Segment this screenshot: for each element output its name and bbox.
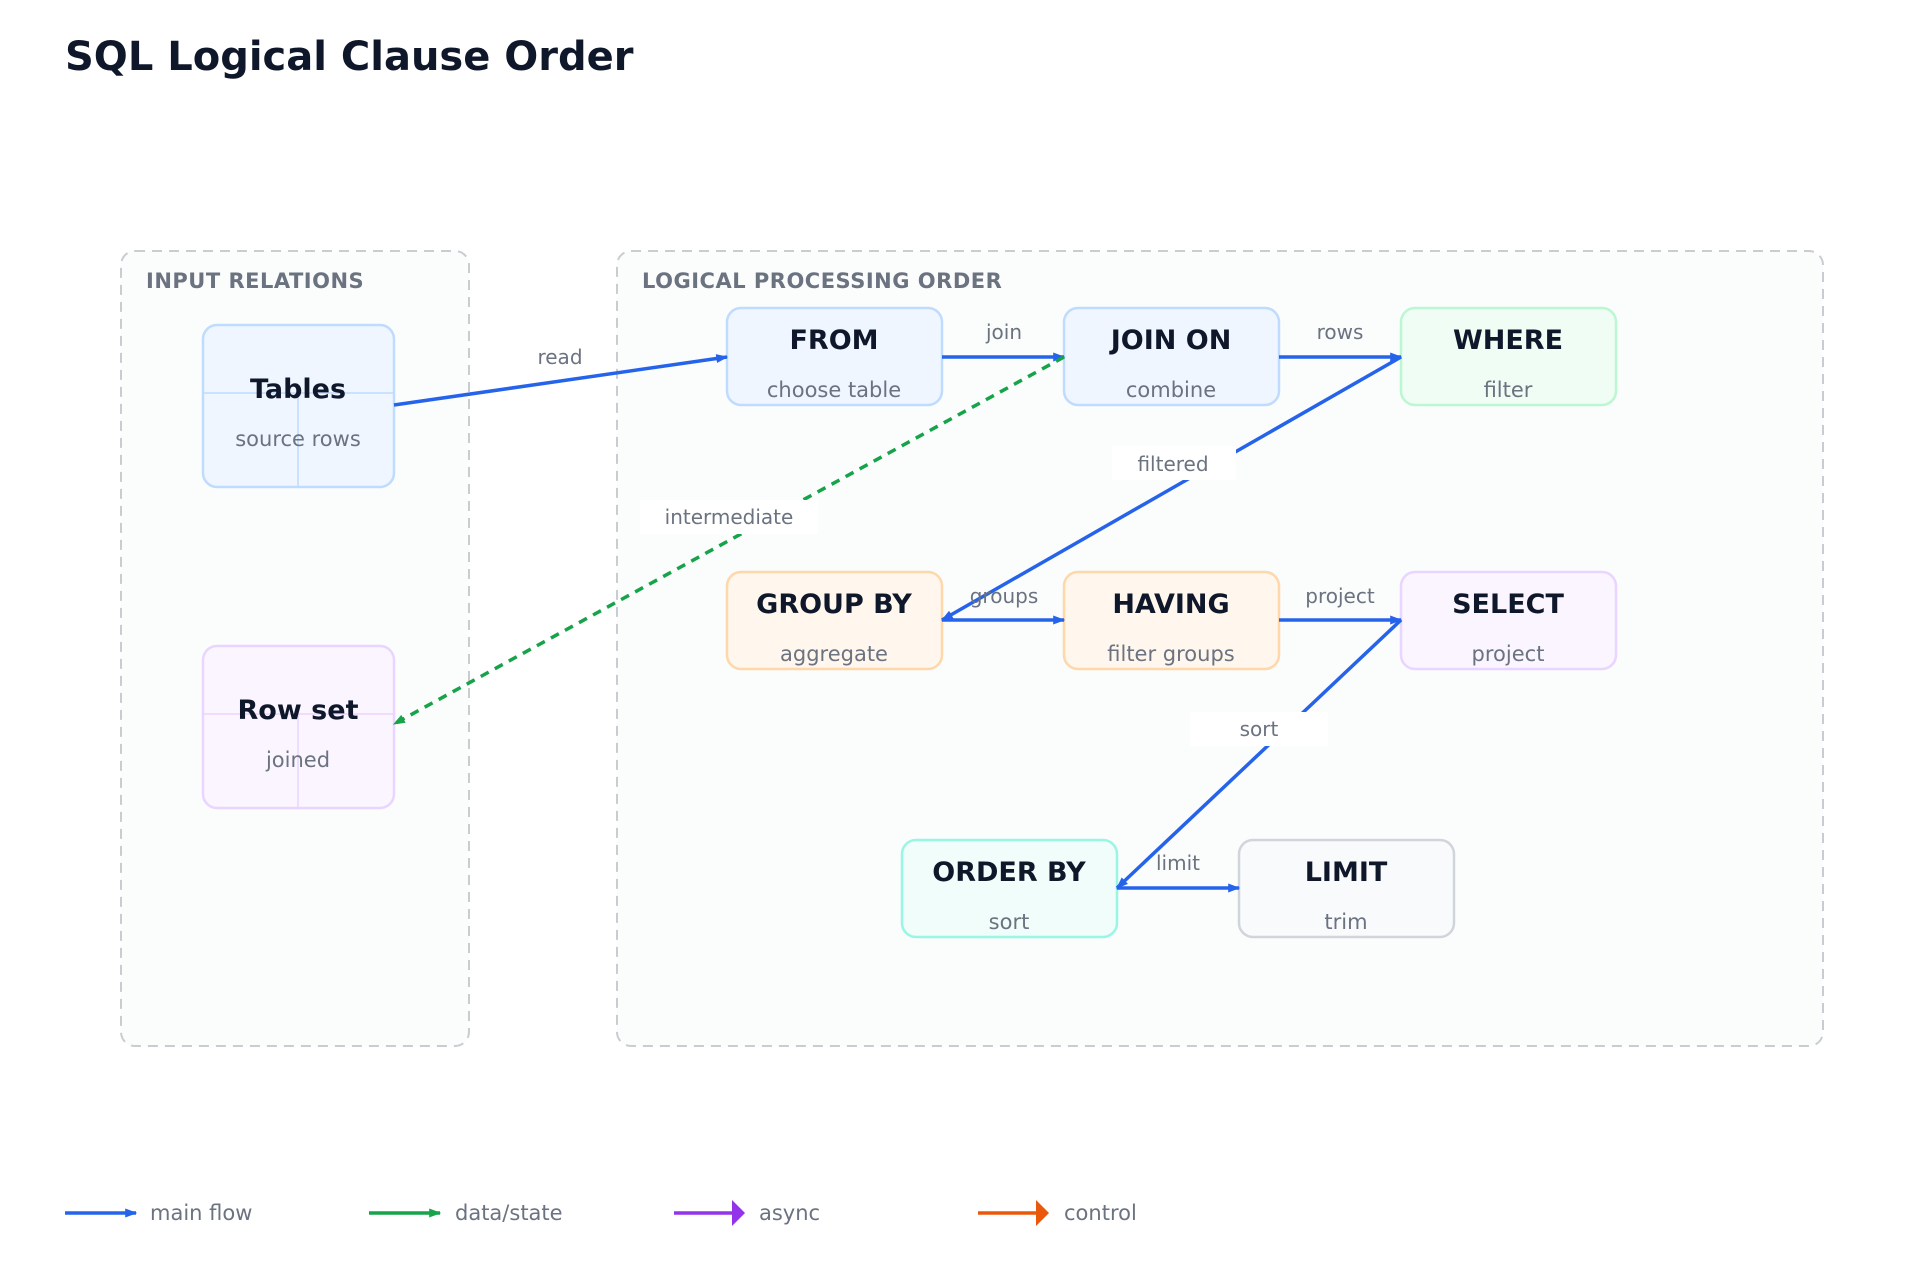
edge-label: groups — [970, 584, 1039, 608]
node-title: SELECT — [1452, 589, 1564, 620]
node-title: WHERE — [1453, 325, 1563, 356]
node-title: LIMIT — [1305, 857, 1388, 888]
edge-groups: groups — [942, 584, 1066, 625]
node-title: FROM — [789, 325, 878, 356]
node-title: GROUP BY — [756, 589, 912, 620]
node-subtitle: trim — [1324, 910, 1367, 934]
node-title: HAVING — [1112, 589, 1229, 620]
node-order-by[interactable]: ORDER BY sort — [900, 838, 1119, 939]
group-title-processing: LOGICAL PROCESSING ORDER — [642, 269, 1002, 293]
legend-item-main-flow: main flow — [65, 1201, 252, 1225]
edge-label: sort — [1240, 717, 1279, 741]
edge-label: filtered — [1137, 452, 1208, 476]
node-rowset[interactable]: Row set joined — [201, 644, 396, 810]
group-title-input: INPUT RELATIONS — [146, 269, 364, 293]
node-subtitle: combine — [1126, 378, 1216, 402]
legend-label: data/state — [455, 1201, 563, 1225]
edge-project: project — [1279, 584, 1403, 625]
node-title: Tables — [250, 374, 346, 405]
edge-read: read — [393, 345, 729, 407]
node-where[interactable]: WHERE filter — [1399, 306, 1618, 407]
edge-label: project — [1305, 584, 1375, 608]
edge-sort: sort — [1115, 618, 1403, 890]
node-title: Row set — [238, 695, 359, 726]
page-title: SQL Logical Clause Order — [65, 34, 634, 80]
legend-label: async — [759, 1201, 820, 1225]
node-subtitle: aggregate — [780, 642, 888, 666]
node-subtitle: project — [1472, 642, 1545, 666]
node-title: JOIN ON — [1109, 325, 1232, 356]
edge-join: join — [942, 320, 1066, 362]
node-title: ORDER BY — [932, 857, 1086, 888]
node-subtitle: filter groups — [1107, 642, 1234, 666]
node-from[interactable]: FROM choose table — [725, 306, 944, 407]
node-select[interactable]: SELECT project — [1399, 570, 1618, 671]
edge-label: rows — [1317, 320, 1364, 344]
edge-label: join — [985, 320, 1022, 344]
node-tables[interactable]: Tables source rows — [201, 323, 396, 489]
legend-label: control — [1064, 1201, 1137, 1225]
node-subtitle: filter — [1484, 378, 1533, 402]
legend-item-control: control — [978, 1200, 1137, 1226]
legend-item-data-state: data/state — [369, 1201, 563, 1225]
legend-label: main flow — [150, 1201, 252, 1225]
node-group-by[interactable]: GROUP BY aggregate — [725, 570, 944, 671]
legend-item-async: async — [674, 1200, 820, 1226]
node-subtitle: choose table — [767, 378, 901, 402]
node-subtitle: source rows — [235, 427, 361, 451]
edge-intermediate: intermediate — [392, 355, 1065, 726]
node-join-on[interactable]: JOIN ON combine — [1062, 306, 1281, 407]
node-having[interactable]: HAVING filter groups — [1062, 570, 1281, 671]
edge-label: read — [537, 345, 582, 369]
edge-label: intermediate — [665, 505, 794, 529]
legend: main flow data/state async control — [65, 1200, 1137, 1226]
node-subtitle: joined — [265, 748, 330, 772]
node-subtitle: sort — [989, 910, 1030, 934]
node-limit[interactable]: LIMIT trim — [1237, 838, 1456, 939]
edge-rows: rows — [1279, 320, 1403, 362]
edge-filtered: filtered — [940, 355, 1402, 622]
edge-limit: limit — [1117, 851, 1241, 893]
edge-label: limit — [1156, 851, 1200, 875]
